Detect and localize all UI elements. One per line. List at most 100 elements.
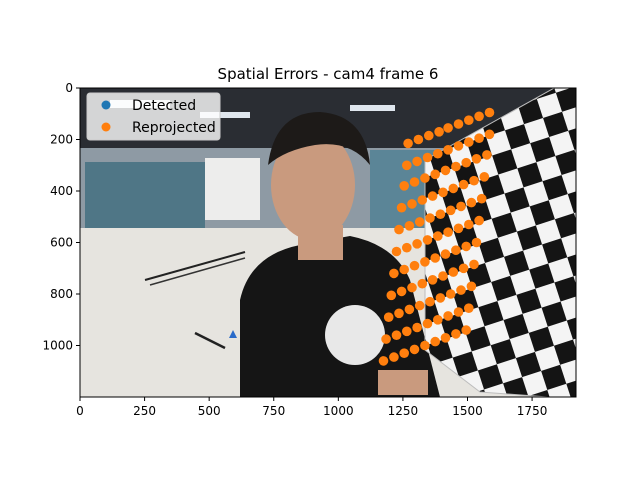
reprojected-point (439, 189, 447, 196)
y-tick-label: 200 (50, 133, 73, 147)
legend-marker-reprojected (101, 122, 111, 132)
reprojected-point (452, 247, 460, 254)
reprojected-point (385, 314, 392, 321)
reprojected-point (463, 159, 470, 166)
reprojected-point (473, 239, 480, 246)
reprojected-point (421, 174, 429, 182)
reprojected-point (424, 320, 431, 327)
reprojected-point (393, 248, 400, 255)
reprojected-point (455, 225, 462, 232)
y-tick-label: 800 (50, 287, 73, 301)
reprojected-point (434, 232, 441, 240)
reprojected-point (465, 221, 472, 228)
x-tick-label: 750 (262, 404, 285, 418)
reprojected-point (419, 196, 426, 204)
reprojected-point (475, 113, 483, 120)
reprojected-point (442, 167, 449, 174)
x-tick-label: 250 (133, 404, 156, 418)
reprojected-point (460, 265, 467, 272)
reprojected-point (432, 171, 439, 178)
legend-label-reprojected: Reprojected (132, 120, 216, 136)
reprojected-point (403, 328, 410, 335)
x-tick-label: 0 (76, 404, 84, 418)
x-tick-label: 500 (198, 404, 221, 418)
scatter-points (378, 107, 495, 366)
reprojected-point (401, 266, 408, 273)
reprojected-point (483, 151, 491, 159)
reprojected-point (486, 131, 493, 138)
reprojected-point (411, 178, 418, 186)
reprojected-point (401, 182, 408, 189)
reprojected-point (465, 117, 472, 124)
reprojected-point (432, 254, 439, 262)
reprojected-point (411, 346, 418, 353)
chart-title: Spatial Errors - cam4 frame 6 (218, 65, 439, 83)
background-photo (80, 88, 576, 397)
y-tick-label: 600 (50, 236, 73, 250)
reprojected-point (486, 109, 493, 116)
reprojected-point (473, 155, 480, 162)
reprojected-point (444, 312, 452, 320)
reprojected-point (426, 214, 434, 222)
reprojected-point (382, 335, 390, 343)
reprojected-point (468, 199, 475, 206)
reprojected-point (408, 200, 416, 208)
reprojected-point (478, 195, 485, 202)
reprojected-point (398, 204, 405, 211)
reprojected-point (439, 272, 447, 280)
reprojected-point (442, 334, 449, 341)
reprojected-point (411, 262, 418, 269)
reprojected-point (444, 146, 452, 153)
reprojected-point (388, 292, 395, 299)
reprojected-point (452, 330, 460, 338)
legend-marker-detected (101, 100, 111, 110)
reprojected-point (393, 332, 400, 339)
reprojected-point (444, 124, 452, 132)
reprojected-point (475, 217, 483, 224)
legend: Detected Reprojected (86, 92, 221, 141)
reprojected-point (457, 203, 465, 210)
reprojected-point (465, 138, 472, 146)
reprojected-point (413, 158, 421, 165)
reprojected-point (403, 244, 410, 251)
reprojected-point (481, 173, 488, 180)
reprojected-point (460, 181, 467, 188)
reprojected-point (421, 258, 429, 265)
reprojected-point (455, 120, 462, 128)
reprojected-point (450, 185, 457, 192)
reprojected-point (437, 211, 444, 218)
reprojected-point (450, 268, 457, 276)
reprojected-point (434, 150, 441, 157)
reprojected-point (465, 305, 472, 312)
reprojected-point (457, 286, 465, 294)
reprojected-point (424, 236, 431, 244)
reprojected-point (380, 357, 387, 365)
reprojected-point (398, 288, 405, 295)
reprojected-point (401, 350, 408, 357)
reprojected-point (425, 132, 432, 139)
reprojected-point (432, 338, 439, 345)
reprojected-point (404, 140, 412, 147)
legend-label-detected: Detected (132, 98, 196, 114)
reprojected-point (419, 280, 426, 287)
reprojected-point (426, 298, 434, 305)
reprojected-point (424, 154, 431, 161)
x-tick-label: 1250 (388, 404, 419, 418)
x-tick-label: 1500 (452, 404, 483, 418)
reprojected-point (413, 240, 421, 247)
reprojected-point (475, 135, 483, 142)
reprojected-point (452, 163, 460, 170)
reprojected-point (468, 283, 475, 290)
reprojected-point (413, 324, 421, 331)
reprojected-point (390, 353, 398, 361)
reprojected-point (470, 177, 478, 184)
x-tick-label: 1000 (323, 404, 354, 418)
reprojected-point (416, 302, 423, 309)
reprojected-point (444, 229, 452, 236)
reprojected-point (429, 192, 436, 200)
reprojected-point (395, 226, 403, 233)
y-tick-label: 0 (65, 81, 73, 95)
reprojected-point (455, 308, 462, 316)
